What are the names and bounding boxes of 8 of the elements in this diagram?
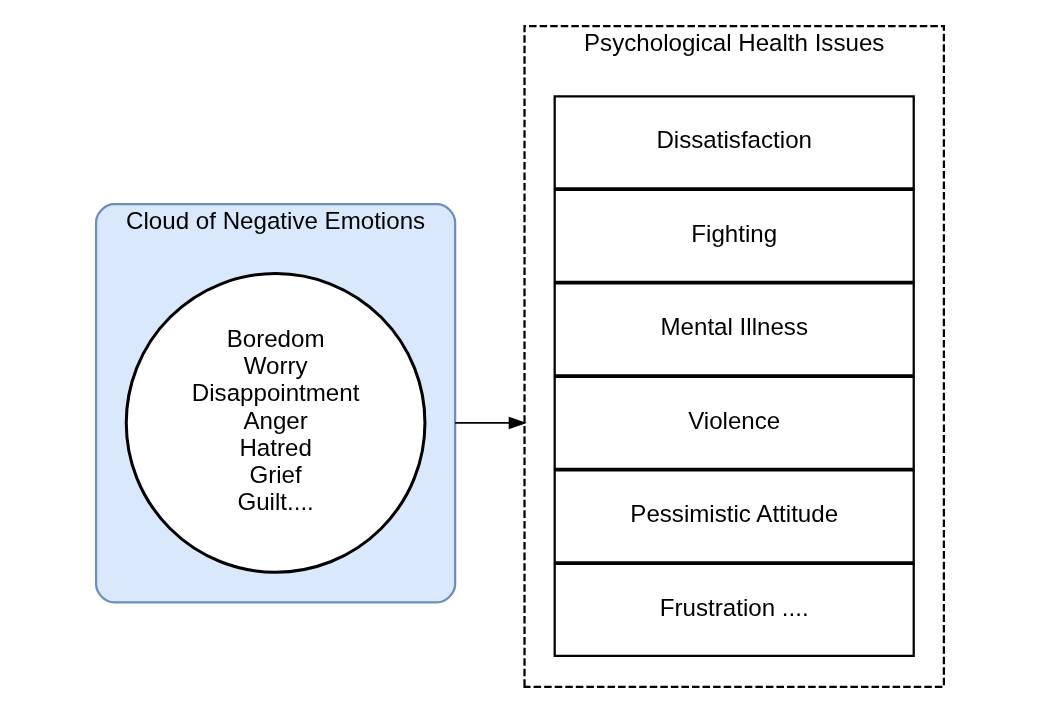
node-circle: Boredom Worry Disappointment Anger Hatred Grief Guilt....: [124, 272, 427, 574]
node-box: Frustration ....: [553, 562, 915, 658]
node-box: Fighting: [553, 188, 915, 283]
arrow: [454, 416, 527, 430]
node-box: Mental Illness: [553, 282, 915, 377]
node-box: Pessimistic Attitude: [553, 469, 915, 564]
node-box: Dissatisfaction: [553, 95, 915, 190]
node-box: Violence: [553, 375, 915, 470]
